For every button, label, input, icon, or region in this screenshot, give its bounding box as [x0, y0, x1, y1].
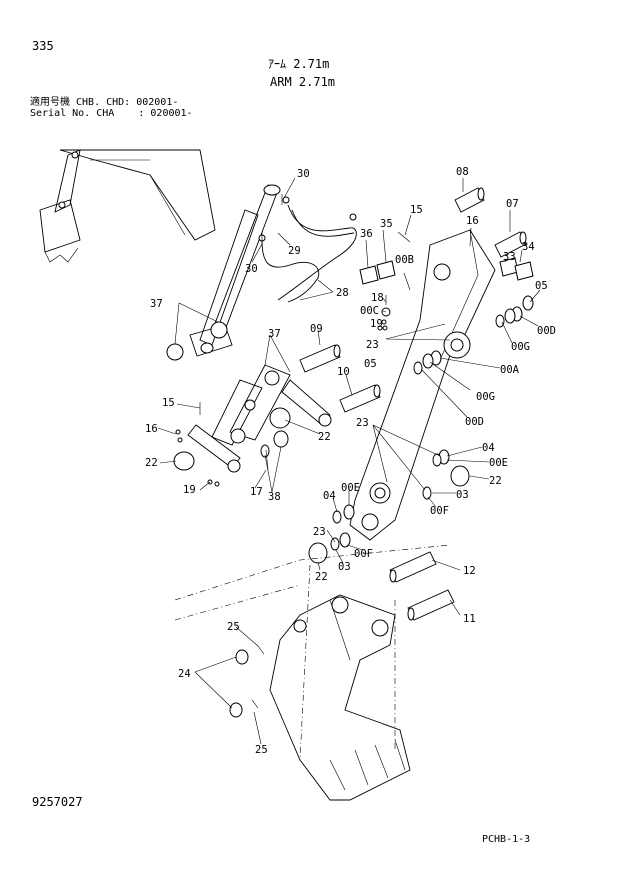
title-japanese: ｱｰﾑ 2.71m — [268, 57, 330, 71]
callout-19: 19 — [370, 318, 383, 330]
figure-code: 9257027 — [32, 795, 83, 809]
page-number: 335 — [32, 39, 54, 53]
callout-00C: 00C — [360, 305, 379, 317]
rings-24-pins-25 — [229, 645, 265, 718]
callout-37: 37 — [150, 298, 163, 310]
callout-00F: 00F — [430, 505, 449, 517]
callout-05: 05 — [364, 358, 377, 370]
callout-11: 11 — [463, 613, 476, 625]
callout-18: 18 — [371, 292, 384, 304]
callout-00D: 00D — [537, 325, 556, 337]
callout-22: 22 — [318, 431, 331, 443]
callout-09: 09 — [310, 323, 323, 335]
callout-labels: 30 29 30 28 36 35 15 16 08 07 34 33 05 0… — [145, 166, 556, 756]
callout-33: 33 — [503, 251, 516, 263]
callout-30: 30 — [245, 263, 258, 275]
callout-24: 24 — [178, 668, 191, 680]
callout-37: 37 — [268, 328, 281, 340]
seals-rings — [166, 295, 534, 564]
serial-number-range: Serial No. CHA : 020001- — [30, 108, 193, 119]
callout-03: 03 — [338, 561, 351, 573]
callout-10: 10 — [337, 366, 350, 378]
title-english: ARM 2.71m — [270, 75, 336, 89]
pins-11-12 — [389, 551, 455, 621]
callout-04: 04 — [323, 490, 336, 502]
section-code: PCHB-1-3 — [482, 834, 531, 845]
shims-plates — [359, 257, 534, 285]
callout-22: 22 — [145, 457, 158, 469]
callout-00E: 00E — [341, 482, 360, 494]
callout-17: 17 — [250, 486, 263, 498]
callout-25: 25 — [227, 621, 240, 633]
callout-00G: 00G — [476, 391, 495, 403]
callout-36: 36 — [360, 228, 373, 240]
callout-12: 12 — [463, 565, 476, 577]
callout-00F: 00F — [354, 548, 373, 560]
pins-09-10 — [299, 344, 381, 413]
callout-19: 19 — [183, 484, 196, 496]
callout-05: 05 — [535, 280, 548, 292]
callout-03: 03 — [456, 489, 469, 501]
callout-15: 15 — [162, 397, 175, 409]
callout-16: 16 — [466, 215, 479, 227]
callout-34: 34 — [522, 241, 535, 253]
excavator-overview-thumbnail — [39, 149, 216, 263]
leader-lines — [157, 177, 541, 745]
hydraulic-hoses — [258, 196, 357, 303]
callout-00E: 00E — [489, 457, 508, 469]
callout-00B: 00B — [395, 254, 414, 266]
callout-28: 28 — [336, 287, 349, 299]
boom-cylinder — [189, 184, 281, 357]
pins-07-08 — [454, 187, 527, 258]
bucket — [174, 544, 451, 801]
callout-23: 23 — [356, 417, 369, 429]
callout-00A: 00A — [500, 364, 520, 376]
bucket-link — [187, 364, 332, 473]
callout-07: 07 — [506, 198, 519, 210]
callout-25: 25 — [255, 744, 268, 756]
callout-23: 23 — [366, 339, 379, 351]
callout-30: 30 — [297, 168, 310, 180]
callout-04: 04 — [482, 442, 495, 454]
callout-23: 23 — [313, 526, 326, 538]
serial-applicable-models: 適用号機 CHB. CHD: 002001- — [30, 97, 179, 108]
small-bolts — [175, 194, 411, 487]
callout-38: 38 — [268, 491, 281, 503]
callout-35: 35 — [380, 218, 393, 230]
callout-22: 22 — [315, 571, 328, 583]
callout-00G: 00G — [511, 341, 530, 353]
callout-15: 15 — [410, 204, 423, 216]
callout-00D: 00D — [465, 416, 484, 428]
callout-22: 22 — [489, 475, 502, 487]
callout-08: 08 — [456, 166, 469, 178]
callout-16: 16 — [145, 423, 158, 435]
callout-29: 29 — [288, 245, 301, 257]
